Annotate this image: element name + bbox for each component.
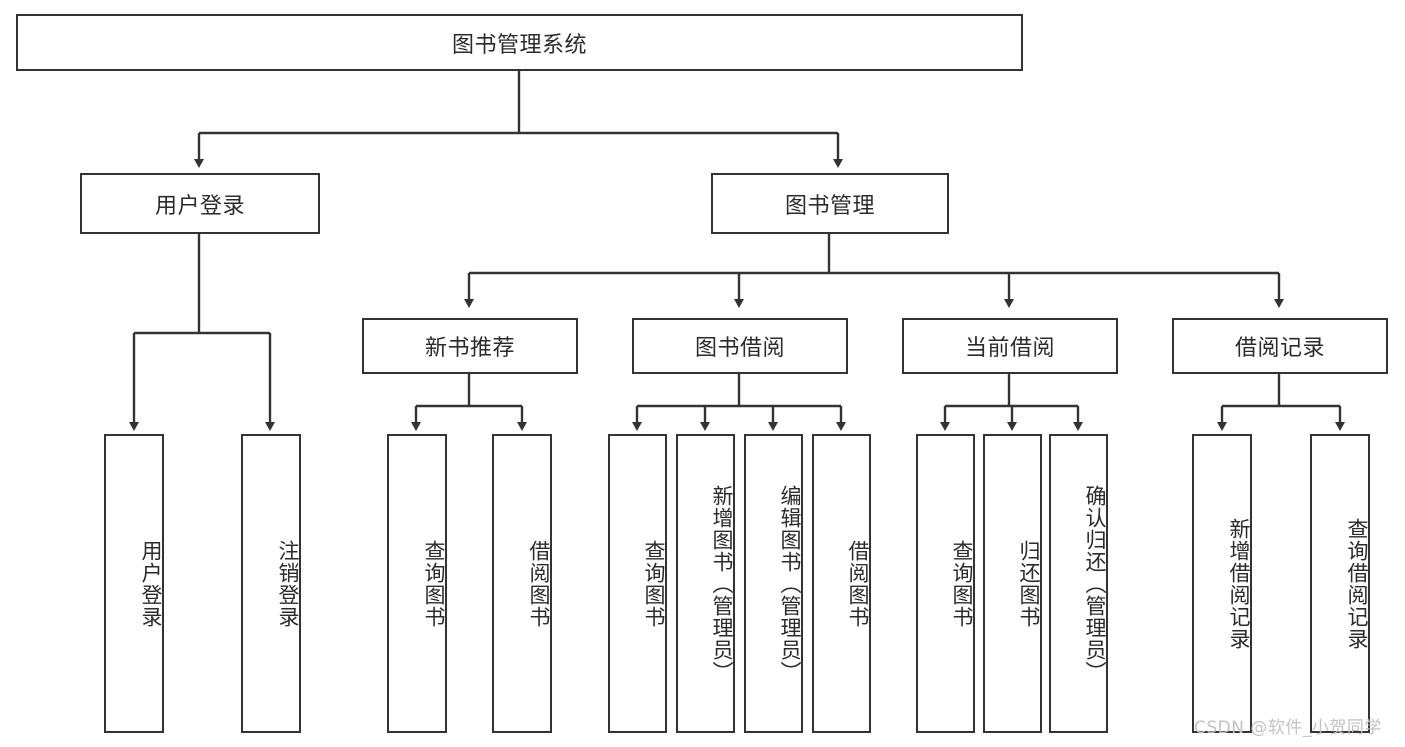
leaf-query-book-borrow[interactable]: 查询图书	[608, 434, 667, 733]
node-current-borrow[interactable]: 当前借阅	[902, 318, 1118, 374]
node-root[interactable]: 图书管理系统	[16, 14, 1023, 71]
node-user-login-label: 用户登录	[154, 193, 245, 219]
leaf-return-book[interactable]: 归还图书	[983, 434, 1042, 733]
leaf-query-book-recommend[interactable]: 查询图书	[387, 434, 447, 733]
leaf-query-book-current[interactable]: 查询图书	[916, 434, 975, 733]
node-book-borrow-label: 图书借阅	[694, 336, 785, 361]
leaf-user-login[interactable]: 用户登录	[104, 434, 164, 733]
leaf-add-book-admin[interactable]: 新增图书（管理员）	[676, 434, 735, 733]
node-current-borrow-label: 当前借阅	[964, 336, 1055, 361]
node-book-management[interactable]: 图书管理	[711, 173, 949, 234]
csdn-watermark: CSDN @软件_小贺同学	[1194, 718, 1382, 738]
leaf-edit-book-admin[interactable]: 编辑图书（管理员）	[744, 434, 803, 733]
leaf-add-borrow-record-label: 新增借阅记录	[1227, 517, 1251, 650]
node-user-login[interactable]: 用户登录	[80, 173, 320, 234]
leaf-add-borrow-record[interactable]: 新增借阅记录	[1192, 434, 1252, 733]
leaf-return-book-label: 归还图书	[1017, 539, 1041, 628]
leaf-borrow-book-recommend-label: 借阅图书	[527, 539, 551, 628]
leaf-logout[interactable]: 注销登录	[241, 434, 301, 733]
node-borrow-record-label: 借阅记录	[1234, 336, 1325, 361]
leaf-query-borrow-record[interactable]: 查询借阅记录	[1310, 434, 1370, 733]
node-borrow-record[interactable]: 借阅记录	[1172, 318, 1388, 374]
node-book-borrow[interactable]: 图书借阅	[632, 318, 848, 374]
leaf-logout-label: 注销登录	[276, 539, 300, 628]
leaf-query-borrow-record-label: 查询借阅记录	[1345, 517, 1369, 650]
leaf-query-book-current-label: 查询图书	[950, 539, 974, 628]
node-new-book-recommend-label: 新书推荐	[424, 336, 515, 361]
leaf-confirm-return-admin-label: 确认归还（管理员）	[1083, 484, 1107, 683]
leaf-confirm-return-admin[interactable]: 确认归还（管理员）	[1049, 434, 1108, 733]
leaf-edit-book-admin-label: 编辑图书（管理员）	[778, 484, 802, 683]
leaf-query-book-borrow-label: 查询图书	[642, 539, 666, 628]
leaf-add-book-admin-label: 新增图书（管理员）	[710, 484, 734, 683]
leaf-borrow-book-recommend[interactable]: 借阅图书	[492, 434, 552, 733]
leaf-borrow-book-label: 借阅图书	[846, 539, 870, 628]
node-new-book-recommend[interactable]: 新书推荐	[362, 318, 578, 374]
leaf-query-book-recommend-label: 查询图书	[422, 539, 446, 628]
node-book-management-label: 图书管理	[784, 193, 875, 219]
leaf-borrow-book[interactable]: 借阅图书	[812, 434, 871, 733]
leaf-user-login-label: 用户登录	[139, 539, 163, 628]
node-root-label: 图书管理系统	[451, 32, 587, 58]
